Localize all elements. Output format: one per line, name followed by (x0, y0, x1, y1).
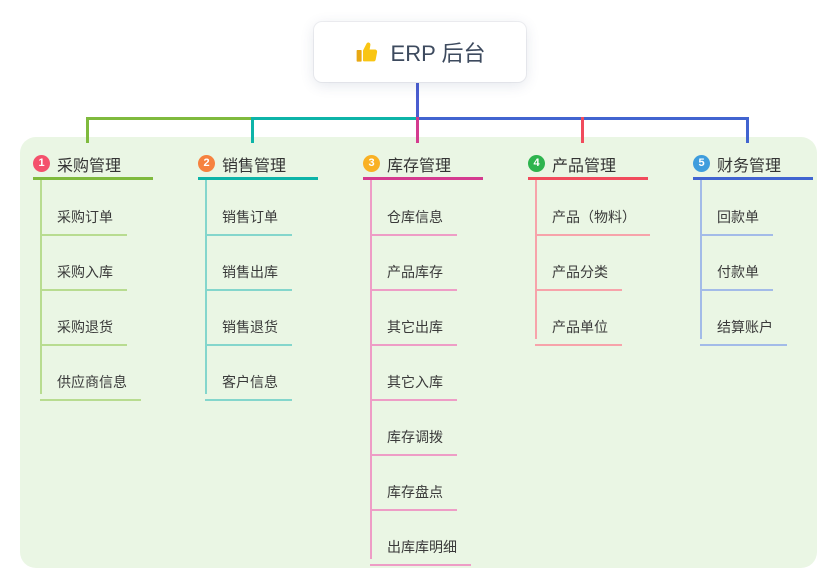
root-node[interactable]: ERP 后台 (314, 22, 526, 82)
child-node-label: 付款单 (717, 264, 759, 280)
child-node-sales-3[interactable]: 客户信息 (205, 360, 292, 401)
branch-child-rail-inventory (370, 180, 372, 559)
child-node-label: 销售退货 (222, 319, 278, 335)
child-node-label: 仓库信息 (387, 209, 443, 225)
branch-number-badge: 3 (363, 155, 380, 172)
child-node-label: 产品库存 (387, 264, 443, 280)
connector-drop-purchase (86, 117, 89, 143)
child-node-purchase-1[interactable]: 采购入库 (40, 250, 127, 291)
child-node-label: 出库库明细 (387, 539, 457, 555)
child-node-purchase-3[interactable]: 供应商信息 (40, 360, 141, 401)
child-node-finance-2[interactable]: 结算账户 (700, 305, 787, 346)
child-node-label: 库存调拨 (387, 429, 443, 445)
thumbs-up-icon (355, 39, 381, 65)
child-node-inventory-4[interactable]: 库存调拨 (370, 415, 457, 456)
child-node-label: 销售订单 (222, 209, 278, 225)
branch-label: 销售管理 (222, 157, 287, 175)
branch-inventory: 3 库存管理仓库信息产品库存其它出库其它入库库存调拨库存盘点出库库明细 (363, 150, 483, 566)
child-node-inventory-0[interactable]: 仓库信息 (370, 195, 457, 236)
child-node-label: 结算账户 (717, 319, 773, 335)
child-node-inventory-5[interactable]: 库存盘点 (370, 470, 457, 511)
root-title: ERP 后台 (390, 41, 486, 66)
connector-drop-product (581, 117, 584, 143)
branch-header-product[interactable]: 4 产品管理 (528, 150, 648, 180)
child-node-label: 采购订单 (57, 209, 113, 225)
connector-drop-finance (746, 117, 749, 143)
child-node-label: 产品单位 (552, 319, 608, 335)
child-node-label: 回款单 (717, 209, 759, 225)
child-node-label: 采购入库 (57, 264, 113, 280)
child-node-inventory-2[interactable]: 其它出库 (370, 305, 457, 346)
child-node-finance-1[interactable]: 付款单 (700, 250, 773, 291)
child-node-inventory-6[interactable]: 出库库明细 (370, 525, 471, 566)
branch-child-rail-sales (205, 180, 207, 394)
child-node-label: 其它入库 (387, 374, 443, 390)
child-node-sales-0[interactable]: 销售订单 (205, 195, 292, 236)
branch-sales: 2 销售管理销售订单销售出库销售退货客户信息 (198, 150, 318, 401)
branch-child-rail-product (535, 180, 537, 339)
branch-header-inventory[interactable]: 3 库存管理 (363, 150, 483, 180)
branch-purchase: 1 采购管理采购订单采购入库采购退货供应商信息 (33, 150, 153, 401)
branch-number-badge: 2 (198, 155, 215, 172)
branch-header-purchase[interactable]: 1 采购管理 (33, 150, 153, 180)
branch-header-sales[interactable]: 2 销售管理 (198, 150, 318, 180)
connector-drop-sales (251, 117, 254, 143)
branch-header-finance[interactable]: 5 财务管理 (693, 150, 813, 180)
child-node-label: 其它出库 (387, 319, 443, 335)
child-node-product-2[interactable]: 产品单位 (535, 305, 622, 346)
child-node-sales-2[interactable]: 销售退货 (205, 305, 292, 346)
connector-horizontal-purchase (86, 117, 253, 120)
child-node-label: 采购退货 (57, 319, 113, 335)
child-node-sales-1[interactable]: 销售出库 (205, 250, 292, 291)
branch-number-badge: 1 (33, 155, 50, 172)
branch-finance: 5 财务管理回款单付款单结算账户 (693, 150, 813, 346)
branch-child-rail-finance (700, 180, 702, 339)
branch-label: 采购管理 (57, 157, 122, 175)
branch-number-badge: 5 (693, 155, 710, 172)
child-node-label: 客户信息 (222, 374, 278, 390)
connector-drop-inventory (416, 117, 419, 143)
child-node-product-0[interactable]: 产品（物料） (535, 195, 650, 236)
child-node-product-1[interactable]: 产品分类 (535, 250, 622, 291)
background-panel (20, 137, 817, 568)
child-node-label: 产品分类 (552, 264, 608, 280)
branch-child-rail-purchase (40, 180, 42, 394)
child-node-inventory-3[interactable]: 其它入库 (370, 360, 457, 401)
child-node-label: 销售出库 (222, 264, 278, 280)
child-node-inventory-1[interactable]: 产品库存 (370, 250, 457, 291)
child-node-finance-0[interactable]: 回款单 (700, 195, 773, 236)
branch-label: 财务管理 (717, 157, 782, 175)
branch-product: 4 产品管理产品（物料） 产品分类产品单位 (528, 150, 650, 346)
branch-label: 库存管理 (387, 157, 452, 175)
child-node-purchase-0[interactable]: 采购订单 (40, 195, 127, 236)
branch-number-badge: 4 (528, 155, 545, 172)
connector-horizontal-sales (251, 117, 417, 120)
child-node-label: 供应商信息 (57, 374, 127, 390)
connector-root-stem (416, 82, 419, 117)
child-node-label: 产品（物料） (552, 209, 636, 225)
branch-label: 产品管理 (552, 157, 617, 175)
child-node-label: 库存盘点 (387, 484, 443, 500)
child-node-purchase-2[interactable]: 采购退货 (40, 305, 127, 346)
